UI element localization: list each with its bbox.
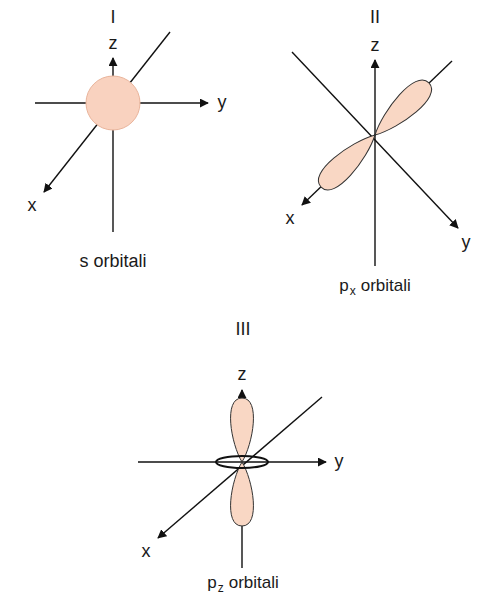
y-axis: [292, 52, 458, 228]
axis-label: y: [335, 452, 344, 472]
axis-label: y: [218, 93, 227, 113]
nodal-ring: [216, 456, 268, 468]
x-axis: [302, 61, 452, 205]
px-orbital-panel: [292, 52, 458, 266]
caption-word: orbitali: [229, 574, 279, 593]
axis-label: x: [28, 196, 37, 216]
orbital-caption: px orbitali: [339, 277, 411, 296]
panel-number: II: [370, 8, 380, 28]
axis-label: y: [462, 233, 471, 253]
caption-word: p: [207, 574, 216, 593]
x-axis: [44, 32, 170, 192]
pz-orbital-panel: [138, 390, 326, 568]
axis-label: z: [109, 34, 118, 54]
orbital-subscript: x: [350, 285, 356, 298]
z-axis: [374, 60, 375, 266]
axis-label: x: [142, 542, 151, 562]
s-orbital-sphere: [86, 76, 140, 130]
pz-lobe: [231, 462, 254, 526]
px-lobe: [313, 126, 384, 196]
orbital-subscript: z: [218, 582, 224, 595]
axis-label: z: [238, 365, 247, 385]
x-axis: [158, 397, 322, 538]
caption-word: p: [339, 277, 348, 296]
caption-word: orbitali: [361, 277, 411, 296]
panel-number: I: [110, 8, 115, 28]
s-orbital-panel: [35, 32, 208, 232]
axis-label: x: [286, 209, 295, 229]
y-axis: [138, 461, 326, 462]
orbital-caption: s orbitali: [79, 252, 146, 272]
pz-lobe: [231, 398, 254, 462]
axis-label: z: [371, 36, 380, 56]
px-lobe: [367, 74, 438, 144]
panel-number: III: [235, 320, 250, 340]
orbital-caption: pz orbitali: [207, 574, 279, 593]
